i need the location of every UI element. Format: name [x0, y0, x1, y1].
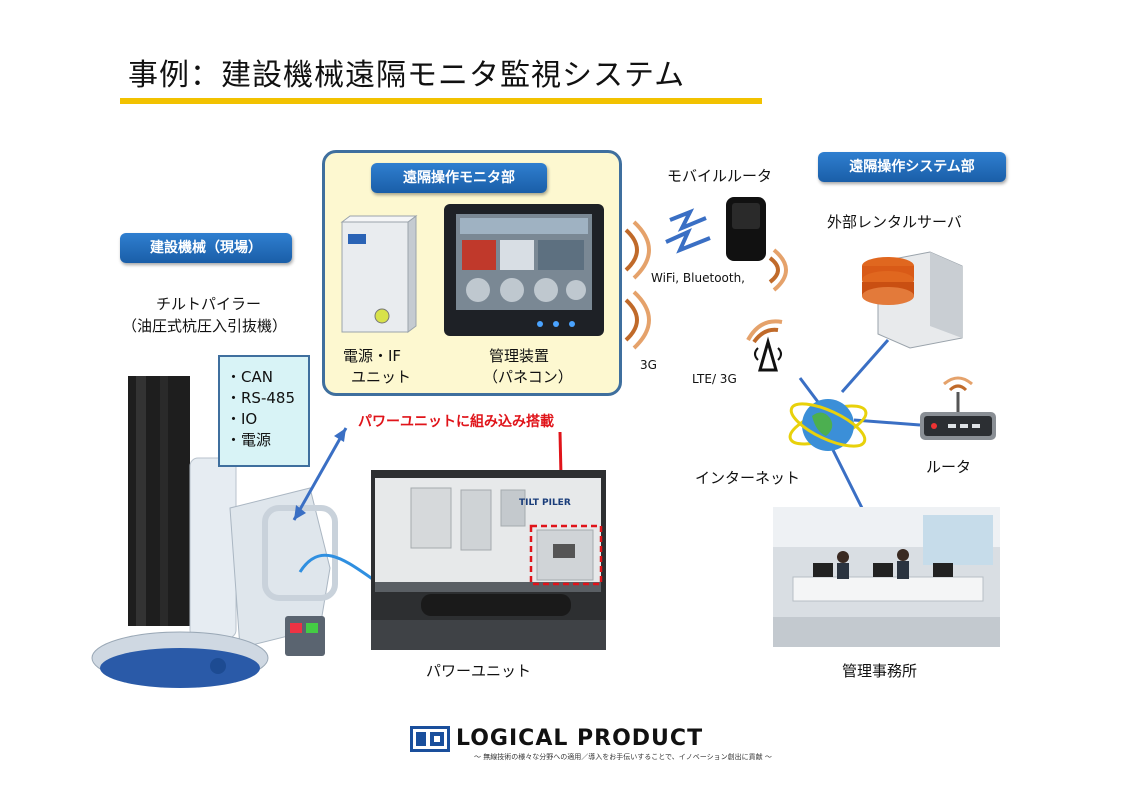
wifi-bluetooth-label: WiFi, Bluetooth, — [651, 271, 745, 285]
office-label: 管理事務所 — [842, 662, 918, 680]
title-underline — [120, 98, 762, 104]
interface-item: ・RS-485 — [226, 389, 295, 407]
mobile-router-icon — [726, 197, 766, 261]
page-title: 事例：建設機械遠隔モニタ監視システム — [128, 58, 686, 93]
machine-type: （油圧式杭圧入引抜機） — [122, 317, 288, 335]
logo-tagline: 〜 無線技術の様々な分野への適用／導入をお手伝いすることで、イノベーション創出に… — [474, 753, 772, 761]
server-icon — [862, 251, 963, 349]
section-pill-monitor: 遠隔操作モニタ部 — [371, 163, 547, 193]
router-waves-icon — [768, 248, 788, 292]
logical-product-logo-icon — [410, 726, 450, 752]
power-unit-label: パワーユニット — [426, 662, 532, 680]
machine-name: チルトパイラー — [156, 295, 262, 313]
section-pill-machine: 建設機械（現場） — [120, 233, 292, 263]
section-pill-system: 遠隔操作システム部 — [818, 152, 1006, 182]
mobile-router-label: モバイルルータ — [667, 167, 773, 185]
internet-globe-icon — [788, 399, 868, 451]
rental-server-label: 外部レンタルサーバ — [827, 213, 962, 231]
interface-item: ・電源 — [226, 431, 272, 449]
office-photo — [773, 507, 1000, 647]
embed-note: パワーユニットに組み込み搭載 — [358, 414, 554, 430]
power-if-unit-image — [340, 215, 418, 333]
power-unit-brand: TILT PILER — [519, 498, 571, 508]
router-icon — [920, 376, 996, 440]
power-if-label-1: 電源・IF — [343, 347, 402, 365]
interface-item: ・CAN — [226, 368, 273, 386]
router-label: ルータ — [926, 458, 972, 476]
wireless-signal-icon — [665, 208, 711, 254]
logo-text: LOGICAL PRODUCT — [456, 726, 704, 751]
power-if-label-2: ユニット — [351, 368, 412, 386]
power-unit-photo: TILT PILER — [371, 470, 606, 650]
three-g-label: 3G — [640, 358, 657, 372]
lte-3g-label: LTE/ 3G — [692, 372, 737, 386]
wireless-waves-icon — [624, 220, 651, 350]
cell-tower-icon — [746, 319, 783, 372]
management-device-label-2: （パネコン） — [483, 368, 573, 386]
tilt-piler-machine-image — [91, 376, 338, 688]
interface-list-box: ・CAN ・RS-485 ・IO ・電源 — [218, 355, 310, 467]
management-device-label-1: 管理装置 — [489, 347, 550, 365]
internet-label: インターネット — [695, 469, 801, 487]
panel-computer-image — [444, 204, 604, 336]
interface-item: ・IO — [226, 410, 258, 428]
